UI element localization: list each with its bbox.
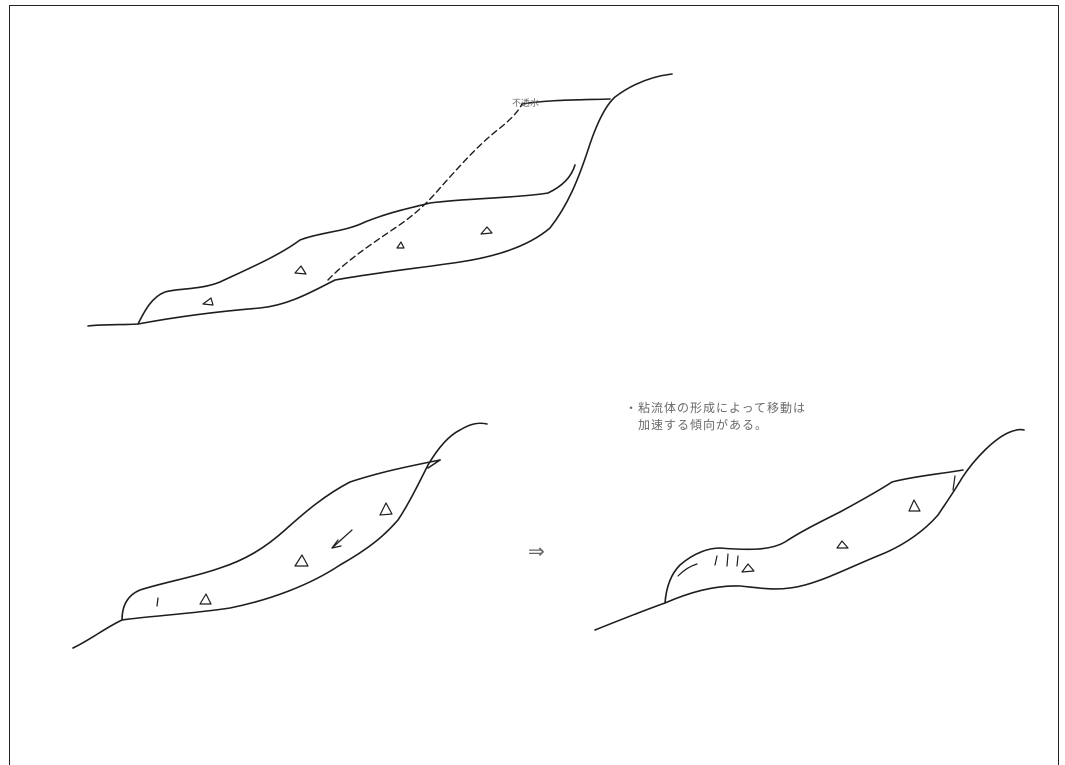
br-crack-mark: [952, 475, 956, 491]
bottom-right-sketch: [594, 428, 1025, 631]
landslide-diagram: [72, 73, 1025, 649]
dashed-line-label: 不透水: [512, 99, 540, 109]
note-line-1: ・粘流体の形成によって移動は: [625, 401, 807, 415]
bl-slide-body-outline: [121, 459, 441, 621]
triangle-marker: [199, 593, 212, 605]
triangle-marker: [294, 554, 309, 567]
br-toe-curl: [677, 563, 698, 577]
transition-arrow: ⇒: [528, 539, 545, 563]
br-crack-mark: [736, 555, 739, 567]
br-crack-mark: [714, 555, 718, 566]
top-ground-surface: [87, 73, 673, 327]
br-ground-surface: [594, 428, 1025, 631]
movement-arrow: [331, 529, 353, 549]
br-crack-mark: [726, 553, 729, 567]
top-upper-scarp: [521, 98, 611, 105]
top-sketch: [87, 73, 673, 327]
triangle-marker: [908, 499, 921, 512]
triangle-marker: [379, 502, 393, 516]
top-slide-body-outline: [137, 164, 576, 325]
triangle-marker: [836, 540, 849, 549]
top-dashed-boundary: [327, 103, 523, 281]
triangle-marker: [396, 241, 405, 249]
note-line-2: 加速する傾向がある。: [625, 418, 769, 432]
triangle-marker: [294, 265, 307, 275]
triangle-marker: [741, 563, 755, 573]
bl-crack-mark: [156, 597, 159, 607]
bottom-left-sketch: [72, 422, 488, 649]
bl-ground-surface: [72, 422, 488, 649]
bl-scarp-line: [427, 459, 441, 469]
triangle-marker: [202, 297, 214, 306]
triangle-marker: [480, 226, 493, 235]
br-slide-body-outline: [664, 469, 964, 604]
note-text: ・粘流体の形成によって移動は 加速する傾向がある。: [625, 400, 806, 434]
drawing-frame: [9, 5, 1059, 765]
